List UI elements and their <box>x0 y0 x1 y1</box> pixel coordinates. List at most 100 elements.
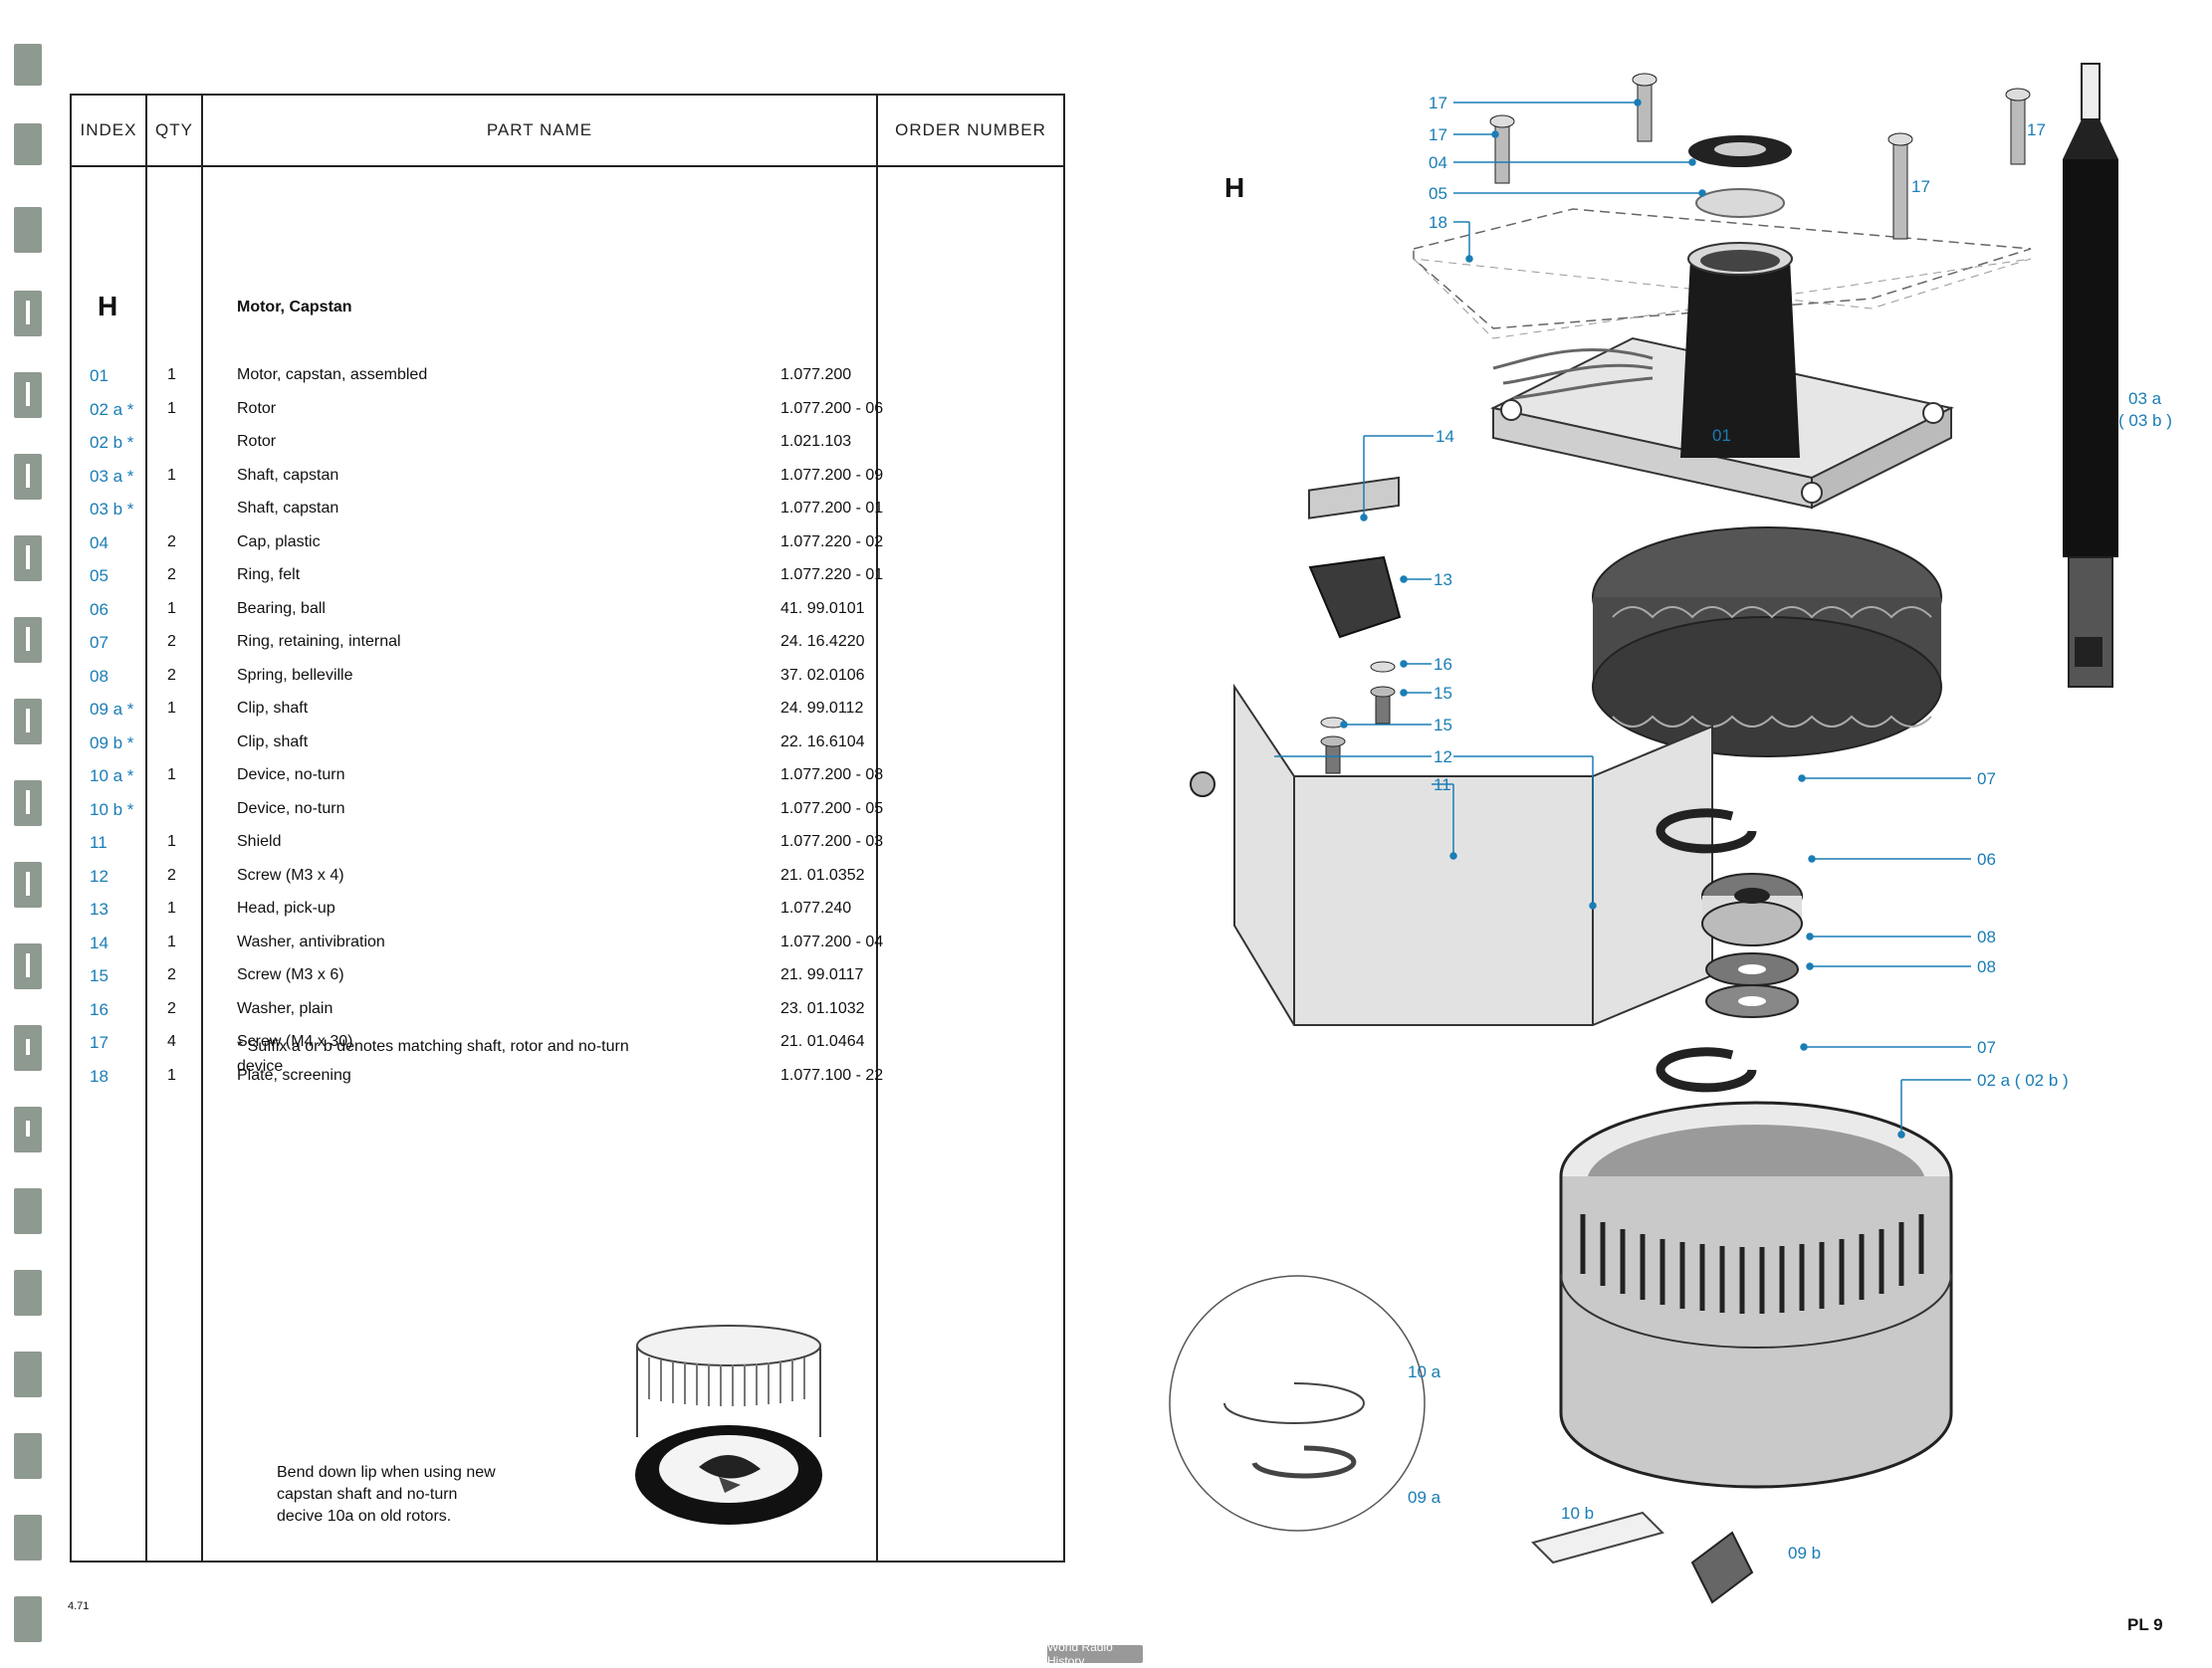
table-row: 15 2 Screw (M3 x 6) 21. 99.0117 <box>72 958 1063 991</box>
row-order-number: 1.077.200 - 08 <box>780 766 884 783</box>
row-part-name: Screw (M4 x 30) <box>237 1033 353 1050</box>
row-index: 05 <box>90 566 109 585</box>
row-part-name: Clip, shaft <box>237 700 309 717</box>
row-index: 03 b * <box>90 500 134 519</box>
row-part-name: Motor, capstan, assembled <box>237 366 428 383</box>
row-index: 02 b * <box>90 433 134 452</box>
capstan-shaft <box>2063 63 2118 688</box>
row-order-number: 23. 01.1032 <box>780 999 865 1017</box>
row-part-name: Bearing, ball <box>237 599 326 617</box>
callout-17: 17 <box>1429 125 1447 144</box>
row-order-number: 1.021.103 <box>780 433 852 450</box>
row-index: 07 <box>90 633 109 652</box>
row-index: 09 a * <box>90 700 134 719</box>
row-order-number: 21. 01.0464 <box>780 1033 865 1050</box>
row-qty: 2 <box>167 966 176 983</box>
row-part-name: Screw (M3 x 6) <box>237 966 344 983</box>
ball-bearing <box>1701 873 1803 946</box>
row-part-name: Plate, screening <box>237 1066 351 1084</box>
row-part-name: Device, no-turn <box>237 799 345 817</box>
callout-11: 11 <box>1434 775 1451 794</box>
row-index: 10 b * <box>90 799 134 819</box>
table-row: 17 4 Screw (M4 x 30) 21. 01.0464 <box>72 1025 1063 1058</box>
shaft-clip-09b <box>1690 1531 1754 1604</box>
row-qty: 1 <box>167 466 176 484</box>
callout-05: 05 <box>1429 184 1447 203</box>
callout-13: 13 <box>1434 570 1452 589</box>
pick-up-head <box>1308 555 1402 639</box>
row-index: 02 a * <box>90 399 134 419</box>
row-qty: 1 <box>167 933 176 950</box>
row-index: 14 <box>90 933 109 952</box>
row-index: 06 <box>90 599 109 619</box>
callout-14: 14 <box>1436 427 1454 446</box>
row-index: 12 <box>90 866 109 886</box>
header-part-name: PART NAME <box>486 120 593 139</box>
row-order-number: 1.077.200 - 06 <box>780 399 884 417</box>
callout-10a: 10 a <box>1408 1362 1441 1381</box>
callout-12: 12 <box>1434 747 1452 766</box>
callout-10b: 10 b <box>1561 1504 1594 1523</box>
exploded-view-diagram: H <box>1169 63 2172 1604</box>
row-qty: 1 <box>167 700 176 717</box>
row-part-name: Cap, plastic <box>237 532 321 550</box>
header-index: INDEX <box>80 120 137 139</box>
row-index: 15 <box>90 966 109 985</box>
row-index: 17 <box>90 1033 109 1052</box>
parts-table: INDEX QTY PART NAME ORDER NUMBER H Motor… <box>70 94 1065 1563</box>
row-order-number: 21. 99.0117 <box>780 966 864 983</box>
row-qty: 1 <box>167 766 176 783</box>
retaining-ring-lower <box>1656 1047 1757 1093</box>
row-qty: 2 <box>167 866 176 884</box>
diagram-section-letter: H <box>1224 172 1244 203</box>
row-qty: 1 <box>167 1066 176 1084</box>
bend-note: Bend down lip when using new capstan sha… <box>277 1464 496 1525</box>
row-order-number: 1.077.200 <box>780 366 852 383</box>
callout-04: 04 <box>1429 153 1447 172</box>
row-index: 11 <box>90 833 108 852</box>
callout-16: 16 <box>1434 655 1452 674</box>
callout-15: 15 <box>1434 684 1452 703</box>
row-qty: 2 <box>167 633 176 650</box>
row-part-name: Rotor <box>237 399 277 417</box>
no-turn-device-inset <box>1169 1275 1426 1532</box>
row-part-name: Washer, antivibration <box>237 933 385 950</box>
row-order-number: 1.077.200 - 01 <box>780 500 884 517</box>
row-qty: 1 <box>167 599 176 617</box>
felt-ring <box>1695 188 1785 218</box>
callout-17: 17 <box>1429 94 1447 112</box>
callout-07: 07 <box>1977 769 1996 788</box>
row-part-name: Screw (M3 x 4) <box>237 866 344 884</box>
row-order-number: 21. 01.0352 <box>780 866 865 884</box>
row-qty: 4 <box>167 1033 176 1050</box>
callout-07: 07 <box>1977 1038 1996 1057</box>
row-part-name: Shield <box>237 833 282 850</box>
callout-06: 06 <box>1977 850 1996 869</box>
stator-winding <box>1592 616 1942 757</box>
watermark: World Radio History <box>1047 1640 1143 1668</box>
row-index: 09 b * <box>90 732 134 752</box>
callout-03b: ( 03 b ) <box>2118 411 2172 430</box>
rotor-inset-illustration <box>635 1325 822 1525</box>
row-qty: 2 <box>167 999 176 1017</box>
row-part-name: Shaft, capstan <box>237 466 339 484</box>
row-order-number: 1.077.240 <box>780 900 852 917</box>
row-qty: 2 <box>167 566 176 583</box>
row-index: 03 a * <box>90 466 134 486</box>
row-index: 01 <box>90 366 109 385</box>
row-part-name: Head, pick-up <box>237 900 335 917</box>
section-letter: H <box>98 291 118 321</box>
